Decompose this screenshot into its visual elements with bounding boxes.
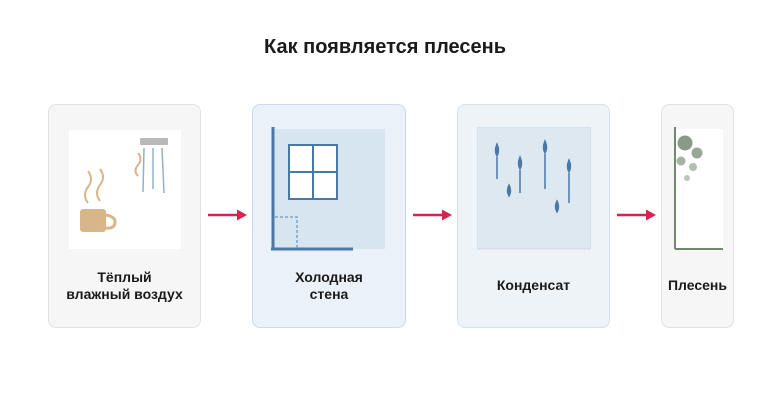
cold-wall-illustration bbox=[271, 127, 385, 251]
diagram-title: Как появляется плесень bbox=[264, 36, 506, 58]
condensation-illustration bbox=[477, 127, 591, 250]
droplet-icon bbox=[494, 142, 500, 158]
droplet-icon bbox=[542, 139, 548, 155]
droplet-icon bbox=[506, 183, 512, 198]
step-1-label-line2: влажный воздух bbox=[66, 286, 183, 302]
shower-icon bbox=[140, 138, 168, 194]
step-condensation-card: Конденсат bbox=[457, 104, 610, 328]
step-2-label-line1: Холодная bbox=[295, 269, 363, 285]
warm-air-illustration bbox=[68, 129, 182, 250]
step-mold-card: Плесень bbox=[661, 104, 734, 328]
mug-icon bbox=[80, 168, 117, 232]
arrow-icon bbox=[617, 209, 656, 221]
arrow-icon bbox=[413, 209, 452, 221]
step-2-label-line2: стена bbox=[309, 286, 349, 302]
droplet-icon bbox=[554, 199, 560, 214]
step-4-label: Плесень bbox=[667, 277, 727, 293]
step-1-label-line1: Тёплый bbox=[97, 269, 152, 285]
step-3-label: Конденсат bbox=[496, 277, 571, 293]
droplet-icon bbox=[517, 155, 523, 171]
step-warm-air-card: Тёплый влажный воздух bbox=[48, 104, 201, 328]
mold-spots-icon bbox=[676, 135, 703, 181]
step-cold-wall-card: Холодная стена bbox=[252, 104, 406, 328]
mold-illustration bbox=[674, 127, 723, 250]
window-icon bbox=[288, 144, 338, 200]
arrow-icon bbox=[208, 209, 247, 221]
droplet-icon bbox=[566, 158, 572, 174]
